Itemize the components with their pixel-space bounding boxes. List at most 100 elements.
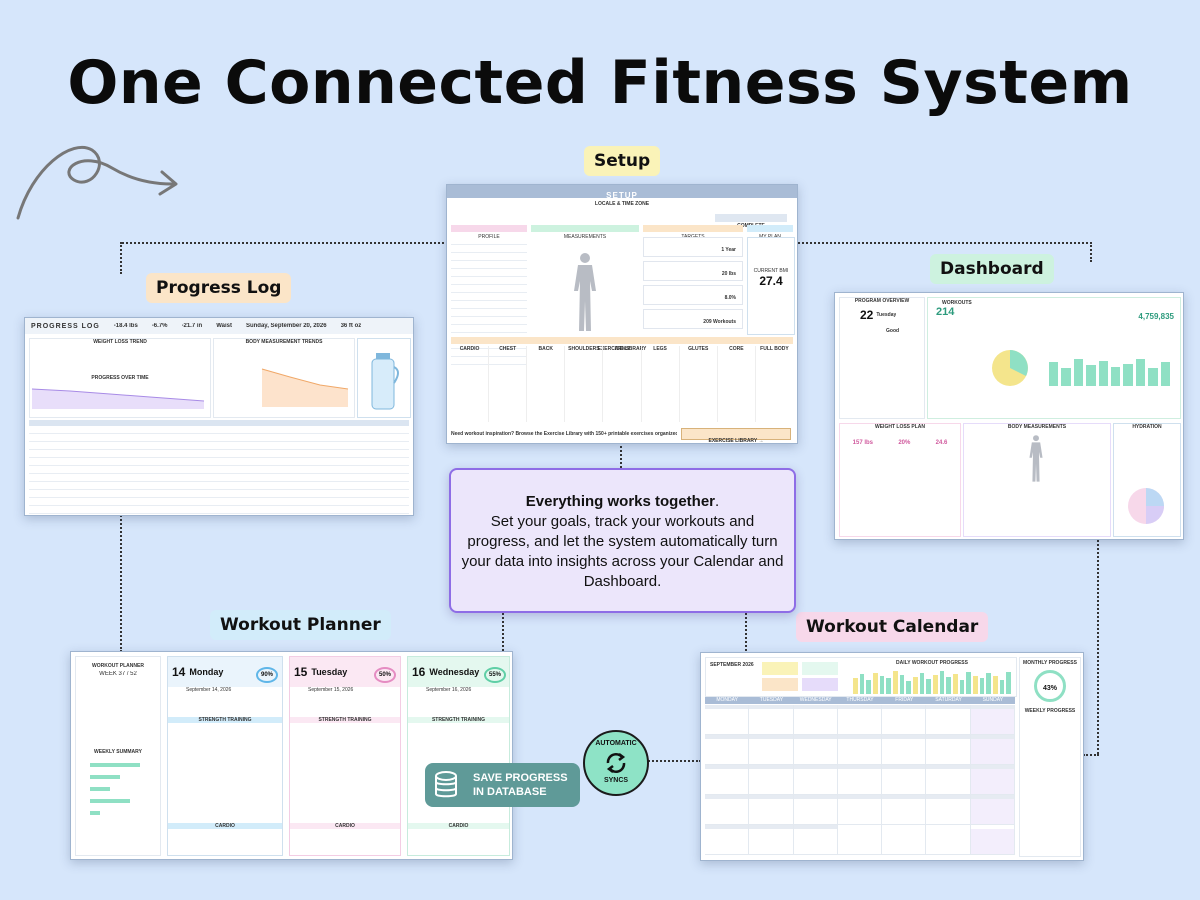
calendar-bar — [926, 678, 931, 694]
progress-stat: 36 ft oz — [340, 323, 362, 329]
progress-table — [29, 420, 409, 515]
dash-day: 22 — [860, 308, 874, 322]
calendar-day-strip — [749, 735, 793, 739]
calendar-day-cell[interactable] — [837, 825, 883, 855]
calendar-bar — [906, 681, 911, 694]
library-col: ARMS — [614, 346, 630, 352]
weekday-label: SATURDAY — [935, 697, 962, 703]
calendar-day-cell[interactable] — [970, 705, 1015, 735]
day-pct: 55% — [483, 667, 506, 683]
connector-left — [120, 242, 122, 274]
calendar-day-cell[interactable] — [837, 705, 883, 735]
calendar-day-cell[interactable] — [749, 705, 794, 735]
calendar-day-cell[interactable] — [882, 705, 927, 735]
calendar-day-strip — [705, 705, 749, 709]
panel-title: BODY MEASUREMENTS — [1007, 424, 1067, 430]
calendar-day-cell[interactable] — [749, 765, 794, 795]
hydration-pie-chart — [1128, 488, 1164, 524]
calendar-day-cell[interactable] — [926, 765, 971, 795]
setup-subtitle: LOCALE & TIME ZONE — [594, 201, 650, 207]
day-date: September 15, 2026 — [308, 687, 354, 693]
calendar-day-cell[interactable] — [882, 735, 927, 765]
center-heading: Everything works together — [525, 493, 716, 510]
calendar-day-cell[interactable] — [926, 705, 971, 735]
calendar-day-cell[interactable] — [970, 795, 1015, 825]
library-header: EXERCISE LIBRARY — [451, 337, 793, 352]
calendar-day-cell[interactable] — [837, 795, 883, 825]
calendar-day-cell[interactable] — [926, 825, 971, 855]
strength-title: STRENGTH TRAINING — [168, 717, 282, 723]
dash-bar — [1086, 365, 1096, 386]
calendar-header: SEPTEMBER 2026 DAILY WORKOUT PROGRESS — [705, 657, 1017, 697]
calendar-day-cell[interactable] — [705, 795, 750, 825]
dash-pie-chart — [992, 350, 1028, 386]
calendar-day-strip — [749, 795, 793, 799]
day-num: 14 — [172, 665, 186, 679]
progress-title: PROGRESS LOG — [31, 322, 100, 330]
calendar-day-cell[interactable] — [882, 795, 927, 825]
calendar-day-strip — [793, 765, 837, 769]
calendar-day-cell[interactable] — [793, 735, 838, 765]
dash-bar — [1111, 366, 1121, 386]
calendar-day-strip — [970, 735, 1014, 739]
setup-complete: COMPLETE — [715, 214, 787, 229]
calendar-day-cell[interactable] — [970, 825, 1015, 855]
dash-body-panel: BODY MEASUREMENTS — [963, 423, 1111, 537]
planner-day-column: 16 Wednesday 55% September 16, 2026 STRE… — [407, 656, 510, 856]
setup-section-targets: TARGETS — [643, 225, 743, 240]
panel-title: WEIGHT LOSS TREND — [93, 339, 147, 345]
dash-title: PROGRAM OVERVIEW — [854, 298, 910, 304]
calendar-day-cell[interactable] — [793, 705, 838, 735]
exercise-library-button[interactable]: EXERCISE LIBRARY → — [681, 428, 791, 443]
calendar-day-strip — [970, 795, 1014, 799]
calendar-day-cell[interactable] — [705, 735, 750, 765]
calendar-day-strip — [793, 825, 837, 829]
calendar-day-cell[interactable] — [705, 825, 750, 855]
calendar-day-cell[interactable] — [793, 795, 838, 825]
progress-panel-weight: WEIGHT LOSS TREND PROGRESS OVER TIME — [29, 338, 211, 418]
workout-calendar-sheet: SEPTEMBER 2026 DAILY WORKOUT PROGRESS MO… — [700, 652, 1084, 861]
connector-right-down — [1097, 540, 1099, 754]
calendar-day-cell[interactable] — [970, 735, 1015, 765]
calendar-day-cell[interactable] — [749, 825, 794, 855]
setup-section-profile: PROFILE — [451, 225, 527, 240]
calendar-day-cell[interactable] — [882, 825, 927, 855]
calendar-day-strip — [970, 765, 1014, 769]
planner-sidebar: WORKOUT PLANNER WEEK 37 / 52 WEEKLY SUMM… — [75, 656, 161, 856]
calendar-day-cell[interactable] — [926, 735, 971, 765]
calendar-day-cell[interactable] — [837, 735, 883, 765]
weekly-title: WEEKLY PROGRESS — [1024, 708, 1076, 714]
center-heading-suffix: . — [715, 493, 720, 510]
dash-overview: PROGRAM OVERVIEW 22 Tuesday Good — [839, 297, 925, 419]
calendar-progress-title: DAILY WORKOUT PROGRESS — [896, 660, 968, 666]
connector-left-down — [120, 512, 122, 652]
calendar-day-cell[interactable] — [837, 765, 883, 795]
calendar-day-cell[interactable] — [793, 825, 838, 855]
library-col: CHEST — [499, 346, 517, 352]
day-name: Monday — [189, 667, 224, 677]
library-columns: CARDIO CHEST BACK SHOULDERS ARMS LEGS GL… — [451, 346, 793, 422]
calendar-day-strip — [705, 795, 749, 799]
page-title: One Connected Fitness System — [67, 48, 1133, 118]
calendar-day-strip — [705, 735, 749, 739]
calendar-day-cell[interactable] — [749, 795, 794, 825]
strength-title: STRENGTH TRAINING — [408, 717, 509, 723]
calendar-day-strip — [970, 705, 1014, 709]
dash-bar — [1073, 359, 1084, 386]
monthly-pct: 43% — [1042, 685, 1057, 692]
calendar-day-cell[interactable] — [970, 765, 1015, 795]
label-workout-calendar: Workout Calendar — [796, 612, 989, 642]
calendar-day-cell[interactable] — [882, 765, 927, 795]
panel-title: BODY MEASUREMENT TRENDS — [245, 339, 323, 345]
calendar-day-cell[interactable] — [705, 765, 750, 795]
calendar-day-cell[interactable] — [705, 705, 750, 735]
calendar-day-cell[interactable] — [749, 735, 794, 765]
dash-bar — [1135, 359, 1146, 386]
calendar-day-cell[interactable] — [793, 765, 838, 795]
progress-stat: -21.7 in — [181, 323, 203, 329]
label-dashboard: Dashboard — [930, 254, 1054, 284]
calendar-day-strip — [926, 795, 970, 799]
setup-title: SETUP — [606, 191, 638, 200]
calendar-day-strip — [837, 705, 882, 709]
calendar-day-cell[interactable] — [926, 795, 971, 825]
